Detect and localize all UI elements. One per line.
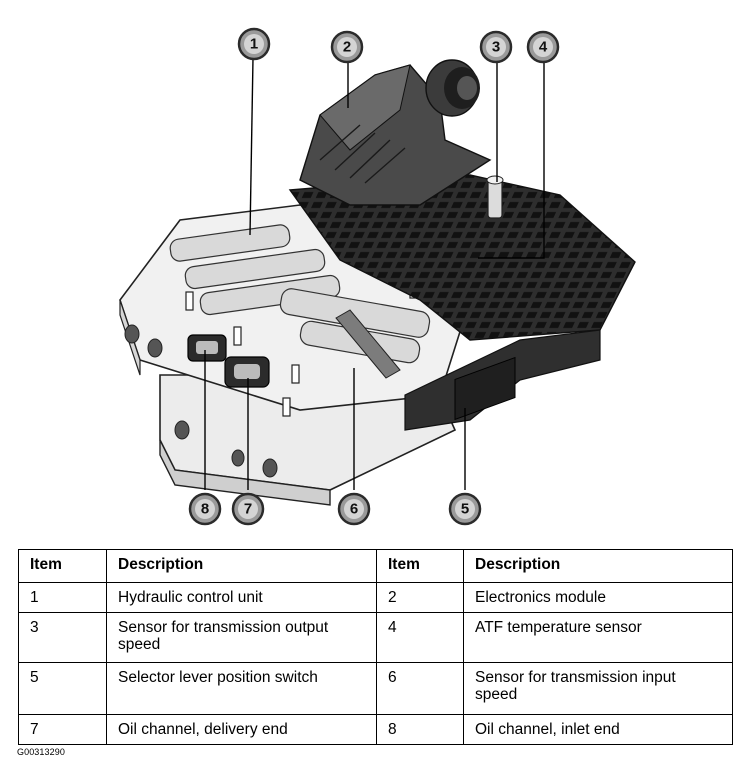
item-number: 5 <box>18 662 107 715</box>
figure-code: G00313290 <box>17 747 65 757</box>
callout-label: 3 <box>492 39 500 56</box>
item-number: 4 <box>376 612 464 663</box>
item-number: 3 <box>18 612 107 663</box>
transmission-valve-body-illustration: 1 2 3 4 5 6 7 8 <box>119 27 636 526</box>
header-item: Item <box>376 549 464 583</box>
item-number: 7 <box>18 714 107 745</box>
item-description: Electronics module <box>463 582 733 613</box>
item-number: 2 <box>376 582 464 613</box>
callout-label: 8 <box>201 501 209 518</box>
item-description: Oil channel, inlet end <box>463 714 733 745</box>
callout-label: 1 <box>250 36 258 53</box>
callout-4: 4 <box>526 30 560 64</box>
oil-channel-delivery-fitting <box>224 356 270 388</box>
table-row: 1 Hydraulic control unit 2 Electronics m… <box>18 582 733 613</box>
callout-5: 5 <box>448 492 482 526</box>
item-description: Sensor for transmission output speed <box>106 612 377 663</box>
callout-8: 8 <box>188 492 222 526</box>
callout-7: 7 <box>231 492 265 526</box>
callout-label: 5 <box>461 501 469 518</box>
callout-1: 1 <box>237 27 271 61</box>
item-number: 6 <box>376 662 464 715</box>
callout-label: 6 <box>350 501 358 518</box>
callout-label: 2 <box>343 39 351 56</box>
electrical-connector <box>425 59 480 117</box>
table-row: 7 Oil channel, delivery end 8 Oil channe… <box>18 714 733 745</box>
item-description: Hydraulic control unit <box>106 582 377 613</box>
legend-table: Item Description Item Description 1 Hydr… <box>18 549 733 745</box>
callout-label: 7 <box>244 501 252 518</box>
item-description: Oil channel, delivery end <box>106 714 377 745</box>
electronics-module-shape <box>288 59 636 431</box>
item-number: 1 <box>18 582 107 613</box>
callout-label: 4 <box>539 39 548 56</box>
item-description: Selector lever position switch <box>106 662 377 715</box>
table-row: 3 Sensor for transmission output speed 4… <box>18 612 733 663</box>
legend-header-row: Item Description Item Description <box>18 549 733 583</box>
item-description: ATF temperature sensor <box>463 612 733 663</box>
item-number: 8 <box>376 714 464 745</box>
header-item: Item <box>18 549 107 583</box>
callout-6: 6 <box>337 492 371 526</box>
callout-3: 3 <box>479 30 513 64</box>
header-description: Description <box>463 549 733 583</box>
header-description: Description <box>106 549 377 583</box>
oil-channel-inlet-fitting <box>187 334 227 362</box>
table-row: 5 Selector lever position switch 6 Senso… <box>18 662 733 715</box>
item-description: Sensor for transmission input speed <box>463 662 733 715</box>
callout-2: 2 <box>330 30 364 64</box>
